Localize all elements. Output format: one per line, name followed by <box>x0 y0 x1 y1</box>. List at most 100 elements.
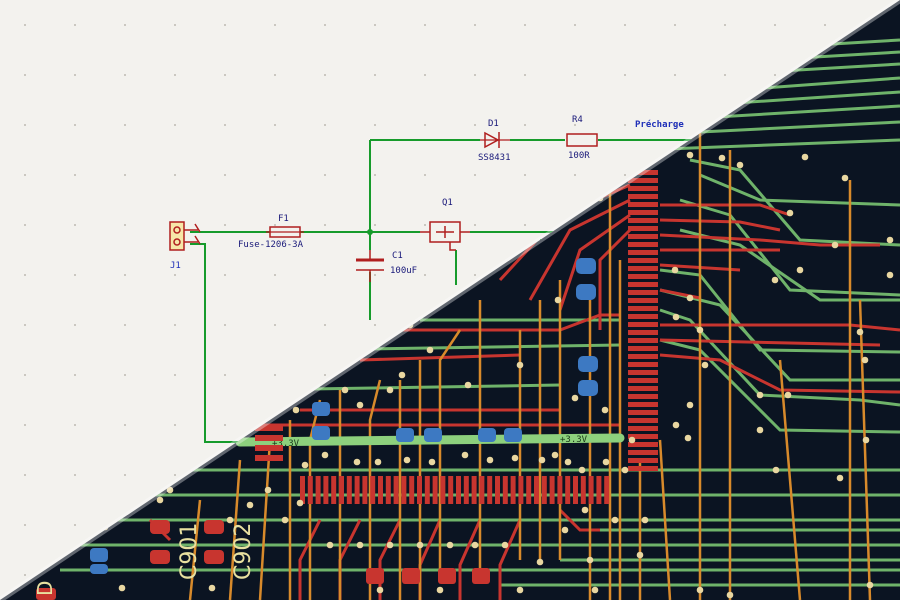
connector-pad[interactable] <box>628 226 658 231</box>
connector-pad[interactable] <box>628 266 658 271</box>
connector-pad[interactable] <box>346 476 352 504</box>
connector-pad[interactable] <box>628 338 658 343</box>
f1-fuse[interactable]: F1 Fuse-1206-3A <box>238 214 304 250</box>
connector-pad[interactable] <box>628 242 658 247</box>
connector-pad[interactable] <box>628 306 658 311</box>
connector-pad[interactable] <box>456 476 461 504</box>
d1-diode[interactable]: D1 SS8431 <box>478 119 511 163</box>
connector-pad[interactable] <box>628 410 658 415</box>
connector-pad[interactable] <box>557 476 563 504</box>
connector-pad[interactable] <box>549 476 555 504</box>
connector-pad[interactable] <box>378 476 383 504</box>
connector-pad[interactable] <box>339 476 344 504</box>
connector-pad[interactable] <box>628 234 658 239</box>
via <box>671 266 679 274</box>
connector-pad[interactable] <box>510 476 516 504</box>
connector-pad[interactable] <box>604 476 610 504</box>
connector-pad[interactable] <box>628 442 658 447</box>
connector-pad[interactable] <box>628 354 658 359</box>
net-label-precharge[interactable]: Précharge <box>635 119 684 130</box>
connector-pad[interactable] <box>628 314 658 319</box>
connector-pad[interactable] <box>315 476 321 504</box>
connector-pad[interactable] <box>628 458 658 463</box>
connector-pad[interactable] <box>628 178 658 183</box>
connector-pad[interactable] <box>526 476 532 504</box>
connector-pad[interactable] <box>370 476 376 504</box>
connector-pad[interactable] <box>596 476 602 504</box>
connector-pad[interactable] <box>628 290 658 295</box>
connector-pad[interactable] <box>534 476 539 504</box>
j1-connector[interactable]: J1 <box>169 221 201 271</box>
connector-pad[interactable] <box>354 476 360 504</box>
connector-pad[interactable] <box>417 476 422 504</box>
small-pad-stack[interactable] <box>255 425 283 461</box>
connector-pad[interactable] <box>628 378 658 383</box>
connector-pad[interactable] <box>323 476 329 504</box>
connector-pad[interactable] <box>628 466 658 471</box>
connector-pad[interactable] <box>401 476 407 504</box>
connector-pad[interactable] <box>628 418 658 423</box>
q1-mosfet[interactable]: Q1 <box>420 198 470 251</box>
connector-pad[interactable] <box>479 476 485 504</box>
connector-pad[interactable] <box>502 476 508 504</box>
via <box>756 391 764 399</box>
blue-smd-pads[interactable] <box>90 258 598 574</box>
connector-pad[interactable] <box>628 298 658 303</box>
connector-pad[interactable] <box>385 476 391 504</box>
connector-pad[interactable] <box>628 250 658 255</box>
via <box>684 434 692 442</box>
connector-pad[interactable] <box>565 476 571 504</box>
connector-pad[interactable] <box>628 218 658 223</box>
via <box>398 371 406 379</box>
connector-pad-row[interactable] <box>300 476 610 504</box>
silk-c901: C901 <box>177 523 202 580</box>
connector-pad[interactable] <box>300 476 305 504</box>
connector-pad[interactable] <box>432 476 438 504</box>
via <box>292 406 300 414</box>
connector-pad[interactable] <box>518 476 524 504</box>
connector-pad[interactable] <box>628 274 658 279</box>
connector-pad[interactable] <box>541 476 547 504</box>
connector-pad[interactable] <box>362 476 368 504</box>
connector-pad[interactable] <box>628 450 658 455</box>
connector-pad[interactable] <box>440 476 446 504</box>
connector-pad[interactable] <box>331 476 337 504</box>
connector-pad[interactable] <box>463 476 469 504</box>
via <box>771 276 779 284</box>
connector-pad[interactable] <box>580 476 586 504</box>
connector-pad[interactable] <box>628 346 658 351</box>
r4-resistor[interactable]: R4 100R <box>566 115 598 161</box>
via <box>686 151 694 159</box>
red-smd-pads[interactable] <box>36 520 490 600</box>
connector-pad[interactable] <box>628 210 658 215</box>
c1-capacitor[interactable]: C1 100uF <box>356 250 417 282</box>
connector-pad[interactable] <box>573 476 578 504</box>
connector-pad[interactable] <box>628 322 658 327</box>
connector-pad[interactable] <box>628 386 658 391</box>
connector-pad[interactable] <box>471 476 477 504</box>
connector-pad[interactable] <box>628 282 658 287</box>
connector-pad[interactable] <box>628 194 658 199</box>
connector-pad[interactable] <box>424 476 430 504</box>
connector-pad[interactable] <box>628 394 658 399</box>
connector-pad[interactable] <box>628 426 658 431</box>
connector-pad[interactable] <box>393 476 399 504</box>
connector-pad[interactable] <box>628 402 658 407</box>
connector-pad[interactable] <box>628 434 658 439</box>
via <box>564 458 572 466</box>
connector-pad[interactable] <box>628 362 658 367</box>
connector-pad[interactable] <box>628 202 658 207</box>
connector-pad[interactable] <box>628 370 658 375</box>
connector-pad[interactable] <box>409 476 415 504</box>
connector-pad[interactable] <box>495 476 500 504</box>
connector-pad[interactable] <box>307 476 313 504</box>
connector-pad[interactable] <box>628 330 658 335</box>
connector-pad[interactable] <box>487 476 493 504</box>
connector-pad[interactable] <box>448 476 454 504</box>
connector-pad-column[interactable] <box>628 170 658 471</box>
connector-pad[interactable] <box>588 476 594 504</box>
connector-pad[interactable] <box>628 170 658 175</box>
connector-pad[interactable] <box>628 186 658 191</box>
connector-pad[interactable] <box>628 258 658 263</box>
